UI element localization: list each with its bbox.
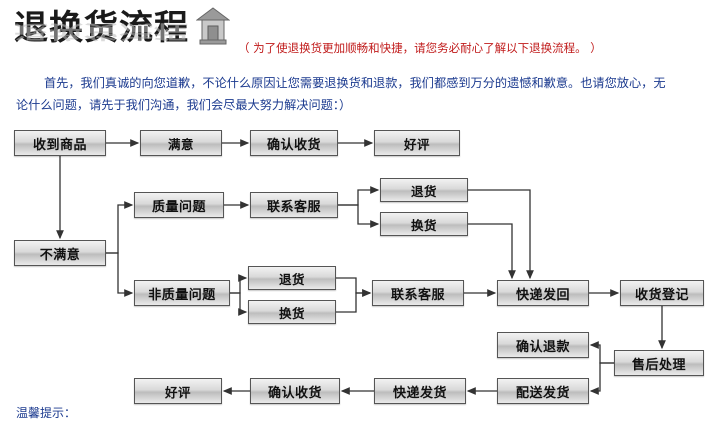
- flow-node-n18: 配送发货: [497, 378, 589, 404]
- flow-node-n19: 快递发货: [374, 378, 466, 404]
- flow-node-n7: 退货: [380, 178, 468, 202]
- intro-paragraph: 首先，我们真诚的向您道歉，不论什么原因让您需要退换货和退款，我们都感到万分的遗憾…: [16, 72, 696, 116]
- flow-node-n20: 确认收货: [250, 378, 340, 404]
- flow-node-n14: 快递发回: [497, 280, 589, 306]
- intro-line-2: 论什么问题，请先于我们沟通，我们会尽最大努力解决问题：）: [16, 98, 352, 112]
- flow-node-n5: 质量问题: [134, 192, 224, 218]
- page-title: 退换货流程: [14, 8, 189, 48]
- flow-node-n17: 售后处理: [614, 350, 704, 376]
- page-title-block: 退换货流程 退换货流程: [14, 8, 189, 54]
- flow-node-n21: 好评: [134, 378, 222, 404]
- title-note: （ 为了使退换货更加顺畅和快捷，请您务必耐心了解以下退换流程。 ）: [238, 41, 602, 55]
- flow-node-n15: 收货登记: [620, 280, 704, 306]
- flow-node-n9: 不满意: [14, 240, 106, 266]
- flow-node-n16: 确认退款: [497, 332, 589, 358]
- flow-node-n1: 收到商品: [14, 130, 106, 156]
- flow-node-n2: 满意: [140, 130, 222, 156]
- flow-node-n6: 联系客服: [250, 192, 338, 218]
- flow-node-n3: 确认收货: [250, 130, 338, 156]
- footer-tip: 温馨提示：: [16, 406, 77, 420]
- flow-node-n12: 换货: [248, 300, 336, 324]
- flow-node-n4: 好评: [374, 130, 460, 156]
- flow-node-n13: 联系客服: [372, 280, 464, 306]
- flow-node-n10: 非质量问题: [134, 280, 230, 306]
- house-icon: [196, 7, 230, 45]
- intro-line-1: 首先，我们真诚的向您道歉，不论什么原因让您需要退换货和退款，我们都感到万分的遗憾…: [44, 76, 666, 90]
- flow-node-n11: 退货: [248, 266, 336, 290]
- flow-node-n8: 换货: [380, 212, 468, 236]
